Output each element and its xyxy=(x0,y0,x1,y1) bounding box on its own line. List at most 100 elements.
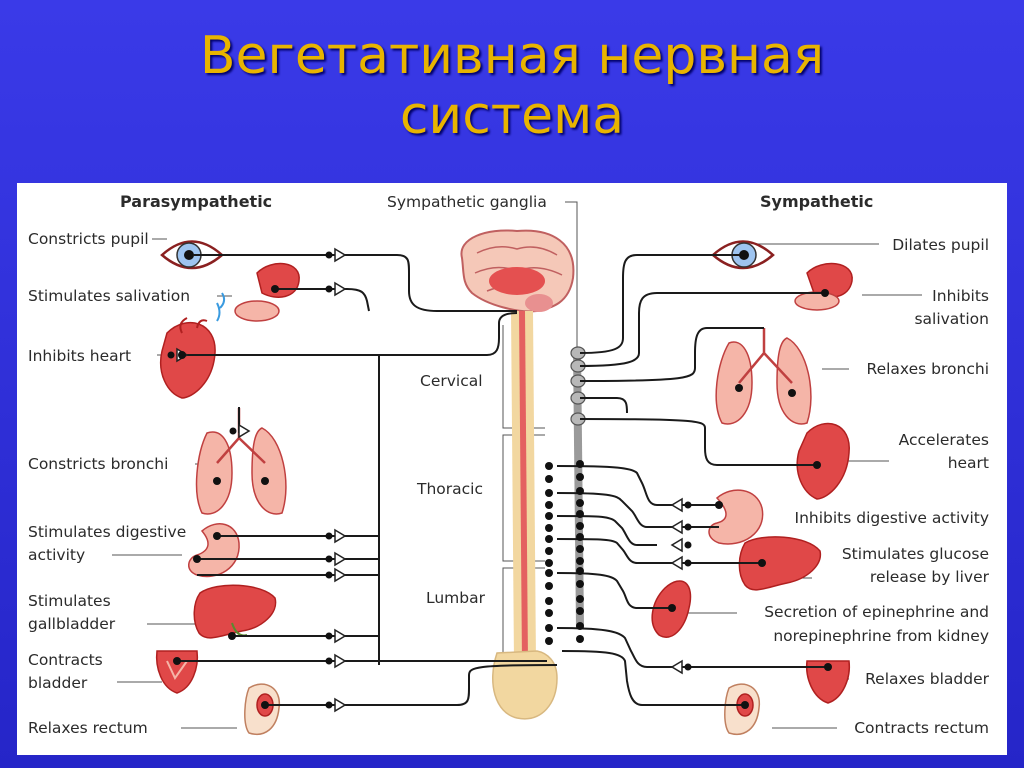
chain-root-dot xyxy=(576,595,584,603)
spinal-root-dot xyxy=(545,475,553,483)
organ-nerve-dot xyxy=(178,351,186,359)
para-ganglion-marker xyxy=(334,567,347,583)
symp-label-glucose-1: Stimulates glucose xyxy=(842,545,989,563)
symp-ganglion-dot xyxy=(684,559,692,567)
spinal-root-dot xyxy=(545,501,553,509)
para-ganglion-marker xyxy=(334,281,347,297)
symp-label-glucose-2: release by liver xyxy=(870,568,990,586)
organ-nerve-dot xyxy=(813,461,821,469)
chain-root-dot xyxy=(576,522,584,530)
para-ganglion-dot xyxy=(325,532,333,540)
para-ganglion-marker xyxy=(334,247,347,263)
para-ganglion-marker xyxy=(334,653,347,669)
sympathetic-labels: Dilates pupil Inhibits salivation Relaxe… xyxy=(764,236,989,737)
parasympathetic-nerves xyxy=(177,254,558,706)
ganglia-nodes xyxy=(570,346,586,426)
para-label-pupil: Constricts pupil xyxy=(28,230,149,248)
heart-icon-left xyxy=(160,317,216,399)
spinal-root-dot xyxy=(545,582,553,590)
spinal-root-dot xyxy=(545,512,553,520)
symp-label-rectum: Contracts rectum xyxy=(854,719,989,737)
chain-root-dot xyxy=(576,510,584,518)
lungs-icon-right xyxy=(715,328,812,425)
sympathetic-ganglia-markers xyxy=(670,497,692,675)
organ-nerve-dot xyxy=(668,604,676,612)
heart-icon-right xyxy=(796,422,850,500)
nervous-system-diagram: Parasympathetic Sympathetic Sympathetic … xyxy=(28,192,990,737)
para-label-salivation: Stimulates salivation xyxy=(28,287,190,305)
bladder-icon-right xyxy=(805,660,851,704)
spinal-root-dot xyxy=(545,462,553,470)
symp-label-bladder: Relaxes bladder xyxy=(865,670,990,688)
para-ganglion-dot xyxy=(167,351,175,359)
spinal-root-dot xyxy=(545,489,553,497)
symp-label-salivation-2: salivation xyxy=(914,310,989,328)
rectum-icon-left xyxy=(244,683,280,735)
symp-ganglion-marker xyxy=(670,659,683,675)
symp-ganglion-marker xyxy=(670,497,683,513)
spinal-root-dot xyxy=(545,547,553,555)
spinal-nerve-roots xyxy=(173,251,832,709)
organ-nerve-dot xyxy=(173,657,181,665)
chain-root-dot xyxy=(576,622,584,630)
chain-root-dot xyxy=(576,533,584,541)
chain-root-dot xyxy=(576,557,584,565)
chain-root-dot xyxy=(576,460,584,468)
para-ganglion-marker xyxy=(334,528,347,544)
para-ganglion-marker xyxy=(334,628,347,644)
sympathetic-header: Sympathetic xyxy=(760,192,873,211)
para-ganglion-marker xyxy=(334,697,347,713)
stomach-icon-left xyxy=(188,523,240,578)
para-ganglion-dot xyxy=(325,657,333,665)
para-ganglion-dot xyxy=(229,427,237,435)
spinal-root-dot xyxy=(545,535,553,543)
diagram-panel: Parasympathetic Sympathetic Sympathetic … xyxy=(17,183,1007,755)
salivary-gland-icon-right xyxy=(794,262,853,311)
organ-nerve-dot xyxy=(261,477,269,485)
organ-nerve-dot xyxy=(228,632,236,640)
symp-label-kidney-2: norepinephrine from kidney xyxy=(773,627,989,645)
organ-nerve-dot xyxy=(788,389,796,397)
para-label-gallbladder-2: gallbladder xyxy=(28,615,116,633)
ganglia-pointer xyxy=(565,201,578,348)
symp-ganglion-marker xyxy=(670,537,683,553)
liver-icon-left xyxy=(193,584,277,639)
symp-label-heart-2: heart xyxy=(948,454,989,472)
symp-label-salivation-1: Inhibits xyxy=(932,287,989,305)
chain-root-dot xyxy=(576,580,584,588)
lungs-icon-left xyxy=(195,408,287,515)
chain-root-dot xyxy=(576,487,584,495)
spine-icon xyxy=(492,310,558,720)
chain-root-dot xyxy=(576,567,584,575)
symp-ganglion-marker xyxy=(670,555,683,571)
organ-nerve-dot xyxy=(213,532,221,540)
slide-title-line-1: Вегетативная нервная xyxy=(199,26,825,86)
para-label-bladder-1: Contracts xyxy=(28,651,103,669)
para-label-rectum: Relaxes rectum xyxy=(28,719,148,737)
parasympathetic-header: Parasympathetic xyxy=(120,192,272,211)
sympathetic-nerves xyxy=(556,254,828,706)
spinal-root-dot xyxy=(545,597,553,605)
liver-icon-right xyxy=(738,536,822,591)
section-lumbar: Lumbar xyxy=(426,589,486,607)
symp-label-kidney-1: Secretion of epinephrine and xyxy=(764,603,989,621)
section-thoracic: Thoracic xyxy=(416,480,483,498)
organ-nerve-dot xyxy=(213,477,221,485)
stomach-icon-right xyxy=(708,489,764,545)
parasympathetic-labels: Constricts pupil Stimulates salivation I… xyxy=(28,230,190,737)
para-ganglion-dot xyxy=(325,632,333,640)
symp-ganglion-dot xyxy=(684,501,692,509)
chain-root-dot xyxy=(576,607,584,615)
organ-nerve-dot xyxy=(185,251,193,259)
para-ganglion-marker xyxy=(334,551,347,567)
organ-nerve-dot xyxy=(821,289,829,297)
para-label-heart: Inhibits heart xyxy=(28,347,131,365)
section-cervical: Cervical xyxy=(420,372,483,390)
organ-nerve-dot xyxy=(824,663,832,671)
spinal-root-dot xyxy=(545,609,553,617)
symp-label-bronchi: Relaxes bronchi xyxy=(867,360,989,378)
spinal-root-dot xyxy=(545,624,553,632)
rectum-icon-right xyxy=(724,683,760,735)
symp-ganglion-marker xyxy=(670,519,683,535)
chain-root-dot xyxy=(576,473,584,481)
